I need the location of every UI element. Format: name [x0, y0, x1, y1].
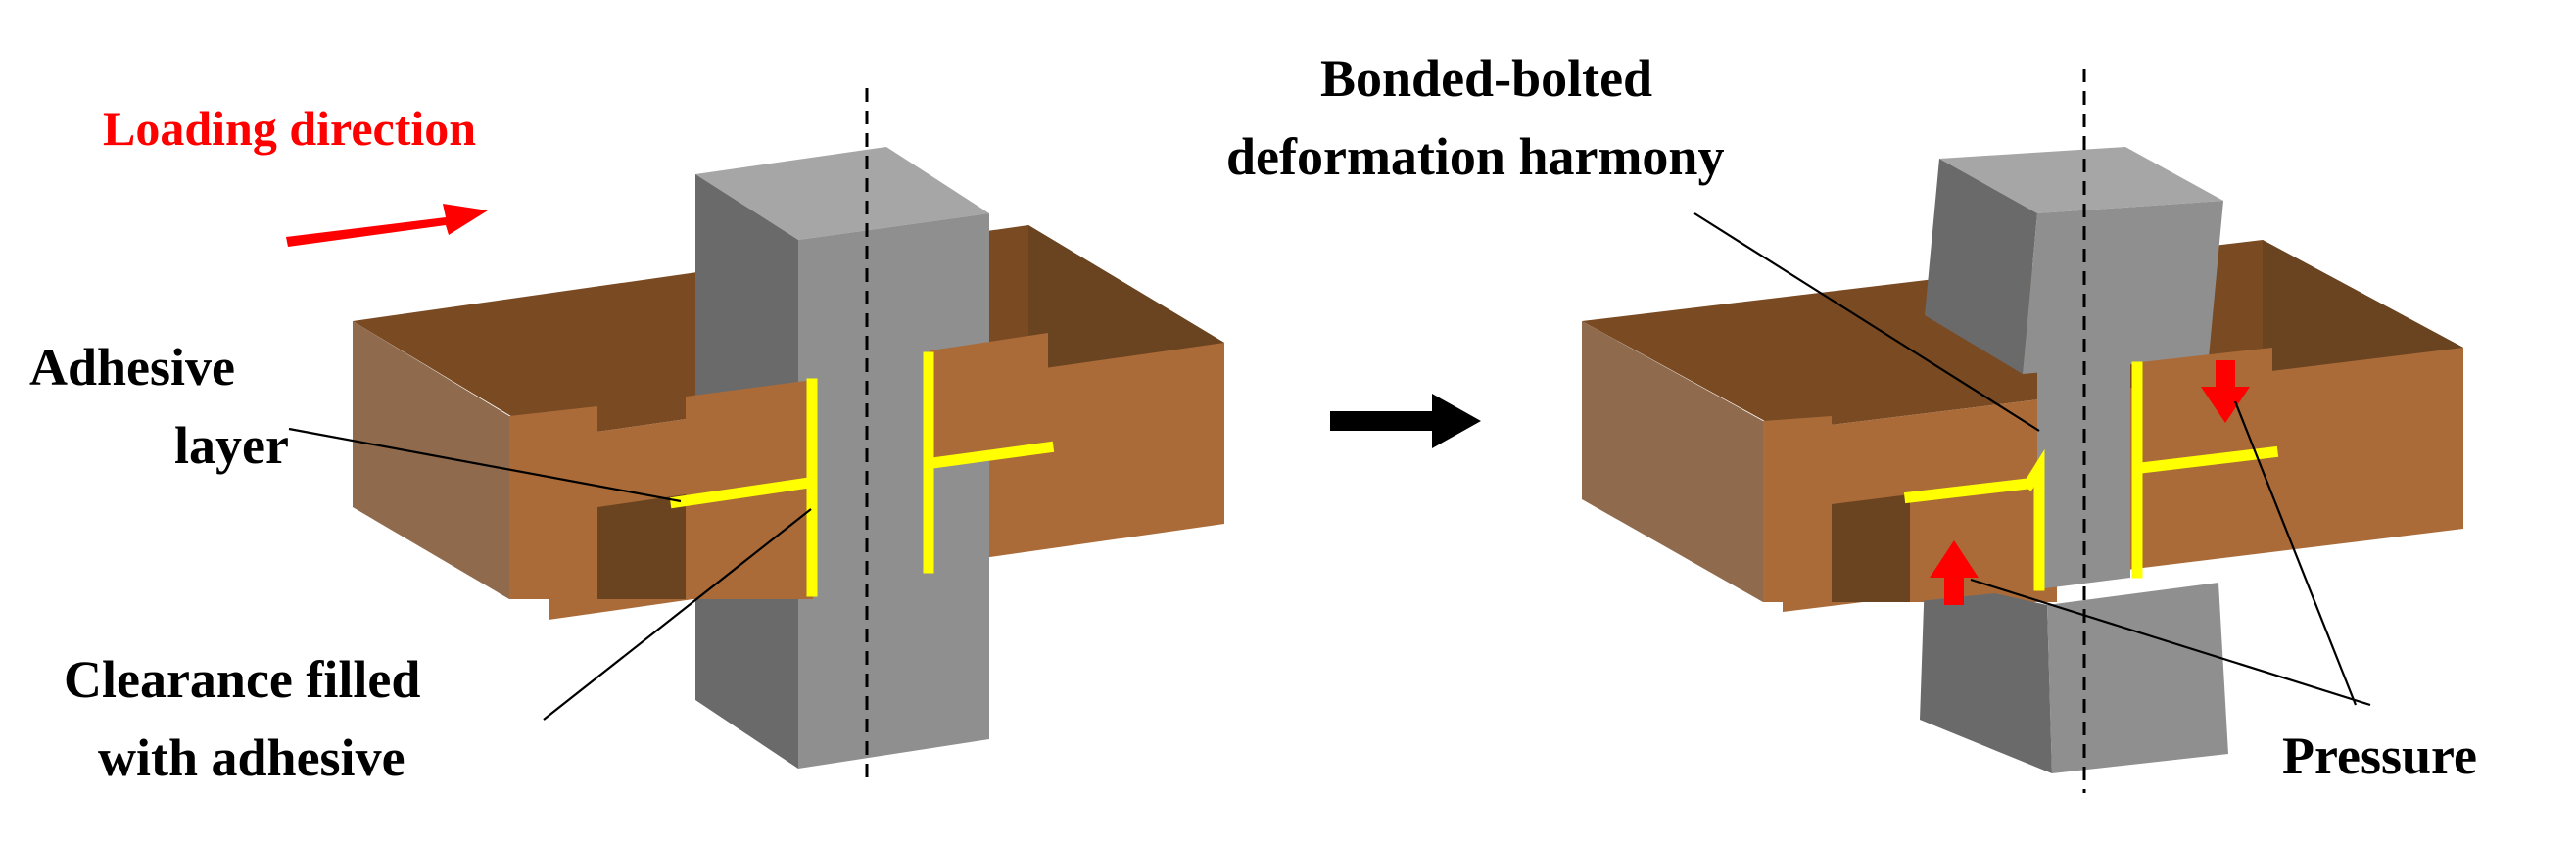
- label-loading-direction: Loading direction: [103, 101, 476, 156]
- left-lower-plate-side: [353, 321, 509, 599]
- label-adhesive-layer-line1: Adhesive: [29, 338, 235, 397]
- right-plate-right-overlay: [2140, 348, 2272, 475]
- left-lower-plate-notch: [597, 494, 686, 599]
- left-adhesive-layer-right: [926, 441, 1055, 470]
- right-bolt-lower: [1920, 578, 2228, 773]
- left-plate-right-overlay: [930, 333, 1048, 460]
- right-adhesive-layer-horizontal: [1903, 477, 2034, 504]
- right-lower-plate-side: [1582, 321, 1763, 602]
- right-bolt-upper-side: [1925, 159, 2037, 374]
- left-adhesive: [669, 351, 1055, 597]
- leader-lines: [288, 212, 2371, 721]
- leader-pressure-top: [2233, 400, 2358, 706]
- label-harmony-line1: Bonded-bolted: [1320, 49, 1652, 108]
- left-lower-plate-front-left: [509, 406, 597, 599]
- right-lower-plate-front-left: [1763, 416, 1832, 602]
- right-lower-plate-notch: [1832, 494, 1910, 602]
- arrow-up-icon: [1930, 540, 1979, 605]
- arrow-right-icon: [1330, 394, 1481, 448]
- right-adhesive: [1903, 361, 2279, 591]
- left-joint: [353, 88, 1224, 783]
- right-bolt-lower-side: [1920, 578, 2052, 773]
- label-harmony-line2: deformation harmony: [1226, 127, 1724, 186]
- right-adhesive-clearance-left: [2022, 448, 2045, 591]
- left-bolt-top: [695, 147, 989, 240]
- label-clearance-line2: with adhesive: [98, 728, 405, 787]
- right-bolt-upper-top: [1939, 147, 2223, 213]
- label-clearance-line1: Clearance filled: [64, 650, 420, 709]
- arrow-down-icon: [2201, 360, 2250, 423]
- leader-adhesive-layer: [288, 427, 682, 503]
- label-adhesive-layer-line2: layer: [174, 416, 289, 475]
- right-bolt-upper-front: [2023, 201, 2223, 374]
- right-bolt-shank: [2037, 357, 2130, 589]
- right-bolt-lower-front: [2047, 583, 2228, 773]
- leader-clearance: [543, 508, 812, 721]
- leader-harmony: [1693, 212, 2040, 432]
- leader-pressure-bottom: [1970, 578, 2371, 707]
- left-bolt-front: [798, 213, 989, 769]
- arrow-right-icon: [286, 204, 488, 247]
- label-pressure: Pressure: [2282, 726, 2477, 785]
- right-adhesive-layer-right: [2134, 445, 2279, 475]
- right-bolt-upper: [1925, 147, 2223, 374]
- left-adhesive-layer-horizontal: [669, 476, 816, 509]
